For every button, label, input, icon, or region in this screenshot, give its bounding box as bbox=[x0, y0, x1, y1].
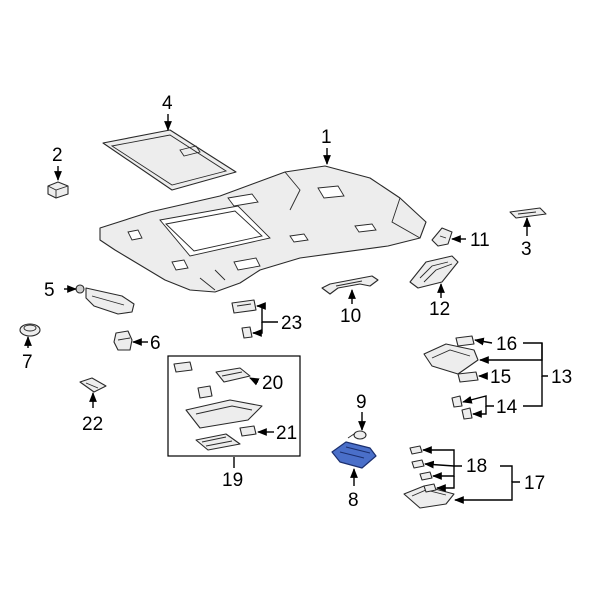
grab-handle-part[interactable] bbox=[321, 275, 379, 295]
callout-8: 8 bbox=[348, 490, 359, 511]
overhead-console-part[interactable] bbox=[423, 343, 479, 375]
callout-9: 9 bbox=[356, 392, 367, 413]
callout-14: 14 bbox=[496, 397, 518, 418]
group-19-box bbox=[167, 355, 301, 457]
callout-6: 6 bbox=[150, 333, 161, 354]
console-bulb-14b-part[interactable] bbox=[461, 407, 473, 420]
small-cover-part[interactable] bbox=[79, 377, 107, 393]
callout-22: 22 bbox=[82, 414, 103, 435]
highlighted-lamp-part[interactable] bbox=[331, 441, 377, 469]
callout-5: 5 bbox=[44, 280, 55, 301]
callout-7: 7 bbox=[22, 352, 33, 373]
callout-13: 13 bbox=[551, 367, 572, 388]
callout-labels: 1 2 3 4 5 6 7 8 9 10 11 12 13 14 15 16 1… bbox=[22, 93, 572, 511]
callout-11: 11 bbox=[470, 230, 490, 251]
headliner-part[interactable] bbox=[99, 165, 427, 293]
lamp-part[interactable] bbox=[231, 299, 257, 314]
bulb-18-part[interactable] bbox=[409, 445, 437, 493]
connector-part[interactable] bbox=[173, 361, 193, 373]
lens-21-part[interactable] bbox=[239, 425, 257, 437]
callout-19: 19 bbox=[222, 470, 243, 491]
leader-lines bbox=[24, 114, 548, 504]
callout-17: 17 bbox=[524, 473, 545, 494]
sunroof-panel-part[interactable] bbox=[102, 129, 237, 191]
callout-23: 23 bbox=[281, 313, 302, 334]
callout-21: 21 bbox=[276, 423, 297, 444]
visor-holder-part[interactable] bbox=[113, 330, 133, 351]
callout-1: 1 bbox=[321, 127, 332, 148]
callout-18: 18 bbox=[466, 456, 487, 477]
callout-10: 10 bbox=[340, 306, 361, 327]
switch-20-part[interactable] bbox=[215, 367, 251, 383]
callout-2: 2 bbox=[52, 145, 63, 166]
callout-16: 16 bbox=[496, 334, 517, 355]
console-switch-16-part[interactable] bbox=[455, 335, 475, 347]
console-bulb-14a-part[interactable] bbox=[451, 395, 463, 408]
clip-part[interactable] bbox=[47, 181, 69, 199]
cover-19-part[interactable] bbox=[195, 433, 241, 451]
sun-visor-part[interactable] bbox=[75, 284, 135, 315]
coat-hook-part[interactable] bbox=[431, 227, 453, 247]
grille-part[interactable] bbox=[409, 255, 459, 289]
bracket-part[interactable] bbox=[509, 207, 547, 219]
callout-12: 12 bbox=[429, 299, 450, 320]
bulb-9-part[interactable] bbox=[347, 430, 367, 440]
console-lens-15-part[interactable] bbox=[457, 371, 479, 383]
callout-4: 4 bbox=[162, 93, 173, 114]
callout-3: 3 bbox=[521, 239, 532, 260]
bracket-19-part[interactable] bbox=[185, 385, 263, 429]
callout-15: 15 bbox=[490, 367, 511, 388]
callout-20: 20 bbox=[262, 373, 283, 394]
bulb-part[interactable] bbox=[241, 326, 253, 339]
cap-part[interactable] bbox=[19, 323, 41, 337]
